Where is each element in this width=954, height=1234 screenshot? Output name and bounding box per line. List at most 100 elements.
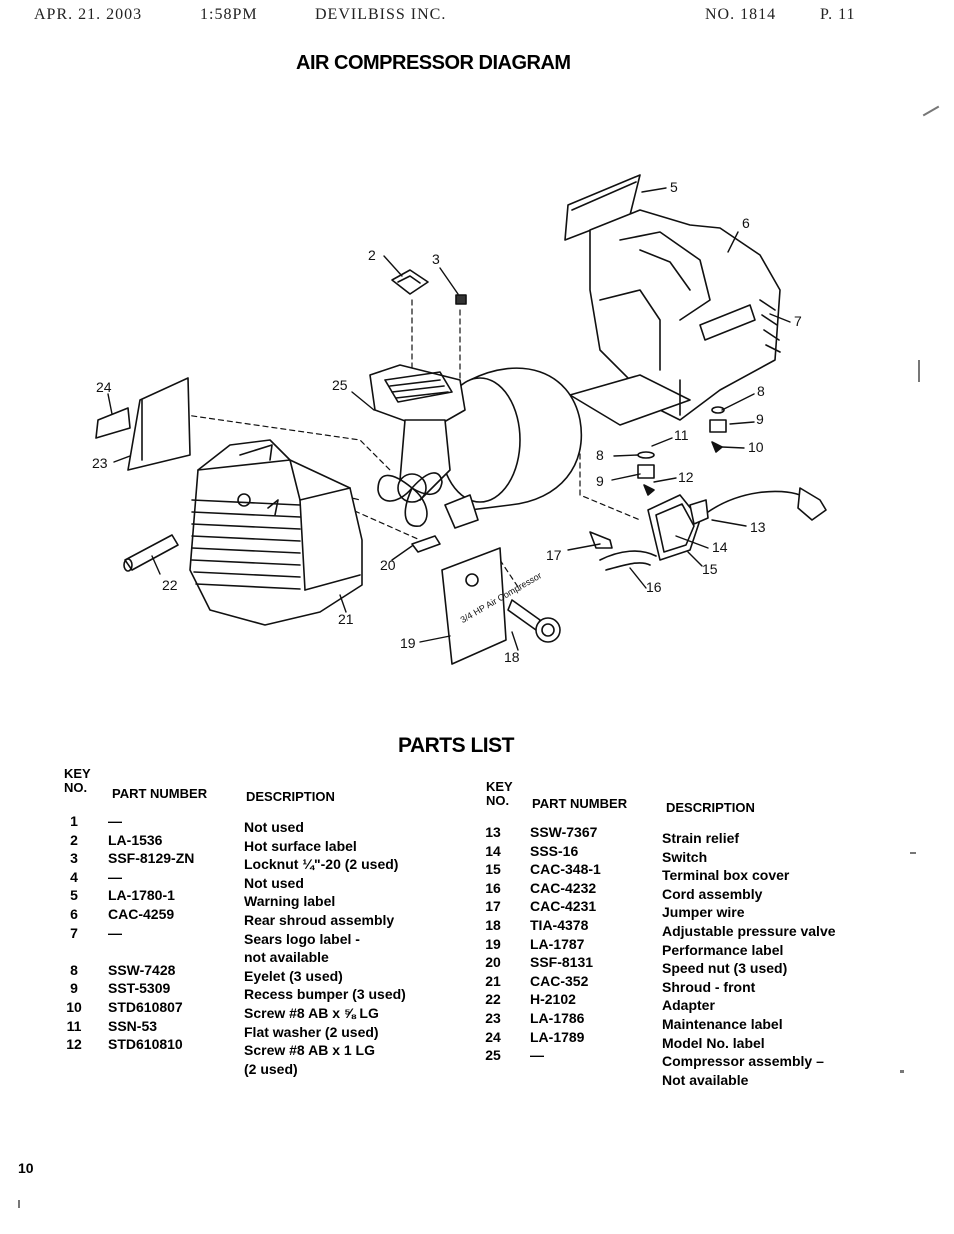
list-item: Screw #8 AB x ⅝ LG (244, 1004, 379, 1021)
callout-12: 12 (678, 469, 694, 485)
right-part-column: SSW-7367 SSS-16 CAC-348-1 CAC-4232 CAC-4… (530, 823, 601, 1065)
model-label-part (95, 407, 131, 439)
callout-7: 7 (794, 313, 802, 329)
list-item: 2 (70, 831, 78, 848)
left-part-column: — LA-1536 SSF-8129-ZN — LA-1780-1 CAC-42… (108, 812, 194, 1054)
terminal-cover-part (689, 499, 709, 525)
list-item: not available (244, 949, 329, 966)
callout-3: 3 (432, 251, 440, 267)
bumper-parts-right (709, 406, 727, 453)
cord-assembly-part (589, 487, 827, 571)
callout-13: 13 (750, 519, 766, 535)
list-item: Hot surface label (244, 837, 357, 854)
list-item: 23 (485, 1009, 501, 1026)
maintenance-label-part (127, 377, 191, 471)
callout-8: 8 (757, 383, 765, 399)
list-item: 10 (66, 998, 82, 1015)
callout-23: 23 (92, 455, 108, 471)
rear-shroud-part (569, 209, 781, 426)
callout-9: 9 (596, 473, 604, 489)
scan-mark (922, 105, 940, 117)
list-item: Adjustable pressure valve (662, 922, 836, 939)
callout-15: 15 (702, 561, 718, 577)
callout-10: 10 (748, 439, 764, 455)
list-item: SSN-53 (108, 1017, 158, 1034)
fax-number: NO. 1814 (705, 6, 777, 23)
list-item: Not used (244, 819, 304, 835)
list-item: SSF-8131 (530, 954, 594, 971)
list-item: Recess bumper (3 used) (244, 986, 406, 1003)
list-item: Eyelet (3 used) (244, 967, 343, 984)
callout-22: 22 (162, 577, 178, 593)
list-item: 12 (66, 1036, 82, 1053)
callout-17: 17 (546, 547, 562, 563)
list-item: Screw #8 AB x 1 LG (244, 1042, 375, 1059)
locknut-part (455, 294, 467, 305)
callout-8: 8 (596, 447, 604, 463)
callout-16: 16 (646, 579, 662, 595)
list-item: Locknut ¼"-20 (2 used) (244, 856, 399, 873)
list-item: 21 (485, 972, 501, 989)
list-item: 4 (70, 868, 78, 885)
list-item: Switch (662, 848, 708, 865)
pressure-valve-part (507, 599, 561, 643)
list-item: SST-5309 (108, 980, 171, 997)
right-header-key: KEY NO. (486, 779, 513, 808)
list-item: CAC-348-1 (530, 861, 601, 878)
exploded-diagram: 5 6 7 8 9 10 11 8 9 12 13 14 15 16 17 2 … (92, 174, 827, 665)
list-item: Maintenance label (662, 1015, 783, 1032)
callout-21: 21 (338, 611, 354, 627)
list-item: Strain relief (662, 830, 740, 846)
list-item: Flat washer (2 used) (244, 1023, 379, 1040)
right-header-part-number: PART NUMBER (532, 796, 628, 811)
list-item: STD610810 (108, 1036, 183, 1053)
callout-20: 20 (380, 557, 396, 573)
left-header-part-number: PART NUMBER (112, 786, 208, 801)
list-item: — (108, 924, 122, 941)
list-item: Compressor assembly – (662, 1053, 824, 1070)
fax-company: DEVILBISS INC. (315, 6, 447, 23)
list-item: SSW-7428 (108, 961, 176, 978)
callout-11: 11 (674, 427, 689, 443)
list-item: Cord assembly (662, 885, 763, 902)
fax-page: P. 11 (820, 6, 856, 23)
list-item: 17 (485, 898, 501, 915)
callout-5: 5 (670, 179, 678, 195)
list-item: 19 (485, 935, 501, 952)
list-item: Not used (244, 874, 304, 891)
list-item: 6 (70, 905, 78, 922)
list-item: CAC-4232 (530, 879, 597, 896)
list-item: Jumper wire (662, 904, 745, 921)
list-item: Warning label (244, 893, 336, 910)
fax-header: APR. 21. 2003 1:58PM DEVILBISS INC. NO. … (30, 6, 910, 28)
list-item: Rear shroud assembly (244, 911, 395, 928)
list-item: 25 (485, 1047, 501, 1064)
list-item: 14 (485, 842, 501, 859)
list-item: SSW-7367 (530, 824, 598, 840)
right-key-column: 13 14 15 16 17 18 19 20 21 22 23 24 25 (478, 823, 508, 1065)
list-item: Shroud - front (662, 978, 756, 995)
list-item: 18 (485, 916, 501, 933)
list-item: (2 used) (244, 1060, 298, 1077)
list-item: Sears logo label - (244, 930, 360, 947)
callout-14: 14 (712, 539, 728, 555)
list-item: LA-1536 (108, 831, 163, 848)
list-item: 24 (485, 1028, 501, 1045)
callout-2: 2 (368, 247, 376, 263)
list-item: 7 (70, 924, 78, 941)
callout-6: 6 (742, 215, 750, 231)
scan-mark (18, 1200, 20, 1208)
list-item: TIA-4378 (530, 916, 589, 933)
list-item: 15 (485, 861, 501, 878)
callout-9: 9 (756, 411, 764, 427)
list-item: 16 (485, 879, 501, 896)
list-item: 8 (70, 961, 78, 978)
list-item (108, 942, 194, 961)
list-item: — (530, 1047, 544, 1064)
list-item: LA-1786 (530, 1009, 585, 1026)
callout-19: 19 (400, 635, 416, 651)
list-item: 3 (70, 850, 78, 867)
list-item: CAC-4231 (530, 898, 597, 915)
performance-label-part (441, 547, 507, 665)
parts-list-title: PARTS LIST (398, 734, 514, 757)
